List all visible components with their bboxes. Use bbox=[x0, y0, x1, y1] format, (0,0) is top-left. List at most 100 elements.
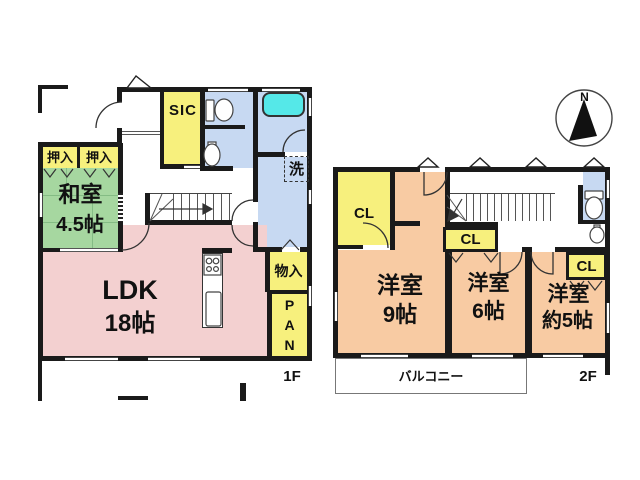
entrance-triangle-icon bbox=[125, 75, 153, 89]
stove-burner bbox=[212, 257, 220, 265]
washitsu-sliding-door bbox=[60, 248, 118, 252]
wall bbox=[300, 247, 312, 252]
folding-door-mark bbox=[83, 168, 97, 178]
label-washitsu-size: 4.5帖 bbox=[56, 214, 104, 236]
wall bbox=[145, 193, 150, 225]
wall bbox=[522, 247, 532, 252]
stairs-1f-edge bbox=[150, 193, 232, 194]
boundary-mark bbox=[118, 396, 148, 400]
room-ldk-fill bbox=[123, 225, 267, 356]
door-arc-bedroom6 bbox=[499, 251, 523, 275]
label-oshiire-right: 押入 bbox=[85, 150, 112, 165]
wall bbox=[202, 248, 232, 253]
compass-icon bbox=[555, 89, 613, 147]
closet3-box bbox=[566, 252, 607, 280]
stairs-1f-arrowhead bbox=[202, 202, 214, 216]
vent-triangle-icon bbox=[468, 157, 492, 168]
wall bbox=[38, 142, 122, 147]
wall bbox=[118, 248, 123, 252]
label-closet3: CL bbox=[576, 257, 597, 275]
room-ldk-fill2 bbox=[43, 250, 123, 356]
folding-door-mark bbox=[483, 252, 499, 263]
label-bedroom9: 洋室 bbox=[377, 271, 423, 298]
stove-burner bbox=[205, 257, 213, 265]
sliding-door-hatch bbox=[118, 193, 123, 222]
door-arc-ldk-east bbox=[231, 224, 254, 247]
label-bedroom6-size: 6帖 bbox=[472, 299, 505, 323]
laundry-dashed-box bbox=[284, 156, 309, 182]
label-floor2: 2F bbox=[579, 367, 597, 385]
vent-triangle-icon bbox=[416, 157, 440, 168]
folding-door-mark bbox=[60, 168, 74, 178]
wall bbox=[333, 167, 338, 358]
window bbox=[334, 292, 338, 321]
wall bbox=[390, 221, 420, 226]
room-washitsu-fill bbox=[43, 168, 118, 250]
label-laundry: 洗 bbox=[288, 160, 304, 178]
door-arc-closet1 bbox=[362, 222, 389, 249]
bathtub-icon bbox=[262, 92, 305, 117]
wall bbox=[525, 250, 532, 353]
room-pantry-fill bbox=[272, 293, 307, 356]
stair-tread bbox=[221, 194, 222, 220]
door-arc-washroom bbox=[231, 199, 254, 222]
wall bbox=[578, 185, 583, 223]
window bbox=[361, 354, 408, 358]
room-sic-fill bbox=[164, 92, 202, 168]
label-bedroom9-size: 9帖 bbox=[382, 302, 418, 327]
room-bedroom6-fill bbox=[452, 252, 525, 353]
toilet-tank-icon bbox=[205, 99, 215, 122]
stair-tread bbox=[536, 194, 537, 221]
stair-tread bbox=[213, 194, 214, 220]
label-closet1: CL bbox=[354, 204, 374, 222]
wall bbox=[118, 143, 123, 193]
label-bedroom6: 洋室 bbox=[467, 271, 510, 295]
wall bbox=[253, 152, 285, 157]
wall bbox=[338, 245, 363, 249]
balcony-outline bbox=[335, 358, 527, 394]
window bbox=[39, 193, 43, 217]
wall bbox=[445, 222, 498, 227]
sink-icon bbox=[589, 226, 605, 244]
window bbox=[543, 354, 583, 358]
window bbox=[606, 180, 610, 198]
stair-tread bbox=[522, 194, 523, 221]
wall bbox=[145, 220, 232, 225]
stair-tread bbox=[480, 194, 481, 221]
stair-tread bbox=[229, 194, 230, 220]
stairs-2f-edge bbox=[445, 193, 555, 194]
wall bbox=[555, 247, 605, 252]
boundary-mark bbox=[38, 361, 42, 401]
stairs-2f-arrowhead bbox=[447, 208, 460, 223]
label-ldk-size: 18帖 bbox=[104, 310, 156, 337]
closet2-box bbox=[443, 227, 498, 252]
stair-tread bbox=[466, 194, 467, 221]
window bbox=[208, 88, 248, 92]
vent-triangle-icon bbox=[582, 157, 606, 168]
label-sic: SIC bbox=[168, 101, 197, 119]
entry-step-line bbox=[122, 131, 160, 135]
sink-icon bbox=[203, 143, 221, 167]
window bbox=[472, 354, 513, 358]
tatami-line bbox=[66, 168, 67, 195]
boundary-mark bbox=[240, 383, 246, 401]
wall bbox=[253, 222, 258, 252]
stair-tread bbox=[550, 194, 551, 221]
stairs-1f-winder bbox=[149, 193, 174, 222]
window bbox=[262, 88, 300, 92]
label-balcony: バルコニー bbox=[398, 368, 464, 384]
label-bedroom5: 洋室 bbox=[547, 282, 590, 306]
stair-tread bbox=[529, 194, 530, 221]
wall bbox=[205, 125, 245, 129]
wall bbox=[390, 170, 395, 250]
wall bbox=[307, 87, 312, 361]
label-monoire: 物入 bbox=[274, 263, 303, 279]
label-pantry-p: P bbox=[284, 297, 295, 313]
wall bbox=[333, 353, 610, 358]
boundary-mark bbox=[38, 85, 42, 113]
stair-tread bbox=[487, 194, 488, 221]
wall bbox=[200, 92, 205, 169]
stair-tread bbox=[181, 194, 182, 220]
